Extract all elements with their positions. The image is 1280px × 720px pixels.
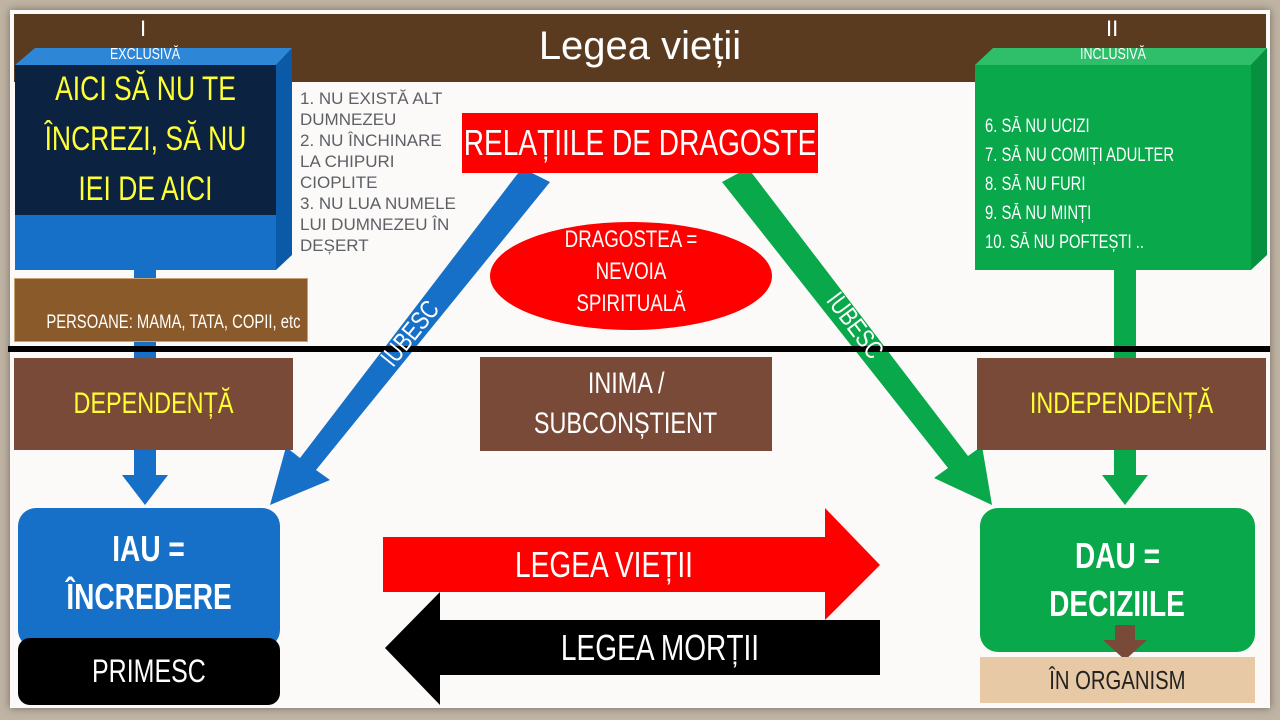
law-of-death-label: LEGEA MORȚII — [560, 627, 760, 668]
heart-box: INIMA / SUBCONȘTIENT — [480, 357, 772, 451]
right-label: INCLUSIVĂ — [1080, 46, 1146, 63]
roman-one: I — [140, 16, 147, 41]
right-box-top — [975, 48, 1267, 65]
commandment: 10. SĂ NU POFTEȘTI .. — [985, 232, 1144, 253]
organism-box: ÎN ORGANISM — [980, 657, 1255, 703]
law-of-death-arrow — [385, 592, 880, 705]
love-text: DRAGOSTEA = NEVOIA SPIRITUALĂ — [490, 224, 772, 320]
law-of-life-label: LEGEA VIEȚII — [515, 544, 693, 585]
right-commandments: 6. SĂ NU UCIZI 7. SĂ NU COMIȚI ADULTER 8… — [985, 112, 1245, 257]
commandment: 6. SĂ NU UCIZI — [985, 116, 1090, 137]
commandment: 9. SĂ NU MINȚI — [985, 203, 1092, 224]
result-line: IAU = — [112, 528, 186, 569]
love-ellipse — [490, 222, 772, 330]
commandment: 8. SĂ NU FURI — [985, 174, 1086, 195]
result-line: DAU = — [1074, 535, 1161, 576]
receive-box: PRIMESC — [18, 638, 280, 705]
left-overlay-warning: AICI SĂ NU TE ÎNCREZI, SĂ NU IEI DE AICI — [15, 64, 276, 214]
left-box-side — [276, 48, 292, 270]
left-down-arrow — [122, 475, 168, 505]
blue-diagonal-arrow — [270, 168, 550, 505]
divider-line — [8, 346, 1270, 352]
organism-label: ÎN ORGANISM — [1049, 664, 1186, 695]
persons-label: PERSOANE: MAMA, TATA, COPII, etc — [46, 312, 301, 333]
right-down-arrow — [1102, 475, 1148, 505]
result-line: DECIZIILE — [1049, 583, 1186, 624]
right-box-front — [975, 65, 1251, 270]
left-commandments: 1. NU EXISTĂ ALT DUMNEZEU 2. NU ÎNCHINAR… — [300, 88, 460, 256]
green-diagonal-arrow — [722, 168, 992, 505]
heart-line: SUBCONȘTIENT — [534, 407, 718, 440]
love-line: DRAGOSTEA = — [564, 226, 698, 253]
slide-title: Legea vieții — [538, 24, 742, 68]
independence-box: INDEPENDENȚĂ — [977, 358, 1266, 450]
overlay-line: AICI SĂ NU TE — [55, 70, 236, 108]
take-trust-box: IAU = ÎNCREDERE — [18, 508, 280, 648]
overlay-line: ÎNCREZI, SĂ NU — [44, 120, 247, 158]
right-box-side — [1251, 48, 1267, 270]
result-line: ÎNCREDERE — [66, 576, 232, 617]
left-label: EXCLUSIVĂ — [109, 46, 181, 63]
dependence-box: DEPENDENȚĂ — [14, 358, 293, 450]
commandment: 3. NU LUA NUMELE LUI DUMNEZEU ÎN DEȘERT — [300, 194, 456, 255]
commandment: 2. NU ÎNCHINARE LA CHIPURI CIOPLITE — [300, 131, 442, 192]
independence-label: INDEPENDENȚĂ — [1029, 387, 1214, 420]
relations-box: RELAȚIILE DE DRAGOSTE — [462, 113, 818, 173]
receive-label: PRIMESC — [92, 653, 206, 689]
left-box-top — [15, 48, 292, 65]
give-decisions-box: DAU = DECIZIILE — [980, 508, 1255, 652]
roman-two: II — [1106, 16, 1119, 41]
left-box-dark-panel — [15, 65, 276, 215]
law-of-life-arrow — [383, 508, 880, 620]
overlay-line: IEI DE AICI — [78, 170, 213, 208]
commandment: 7. SĂ NU COMIȚI ADULTER — [985, 145, 1175, 166]
persons-box — [14, 278, 308, 342]
relations-label: RELAȚIILE DE DRAGOSTE — [463, 122, 817, 163]
dependence-label: DEPENDENȚĂ — [73, 387, 234, 420]
love-line: NEVOIA — [595, 258, 667, 285]
commandment: 1. NU EXISTĂ ALT DUMNEZEU — [300, 89, 443, 129]
heart-line: INIMA / — [587, 367, 665, 400]
love-line: SPIRITUALĂ — [576, 290, 686, 317]
